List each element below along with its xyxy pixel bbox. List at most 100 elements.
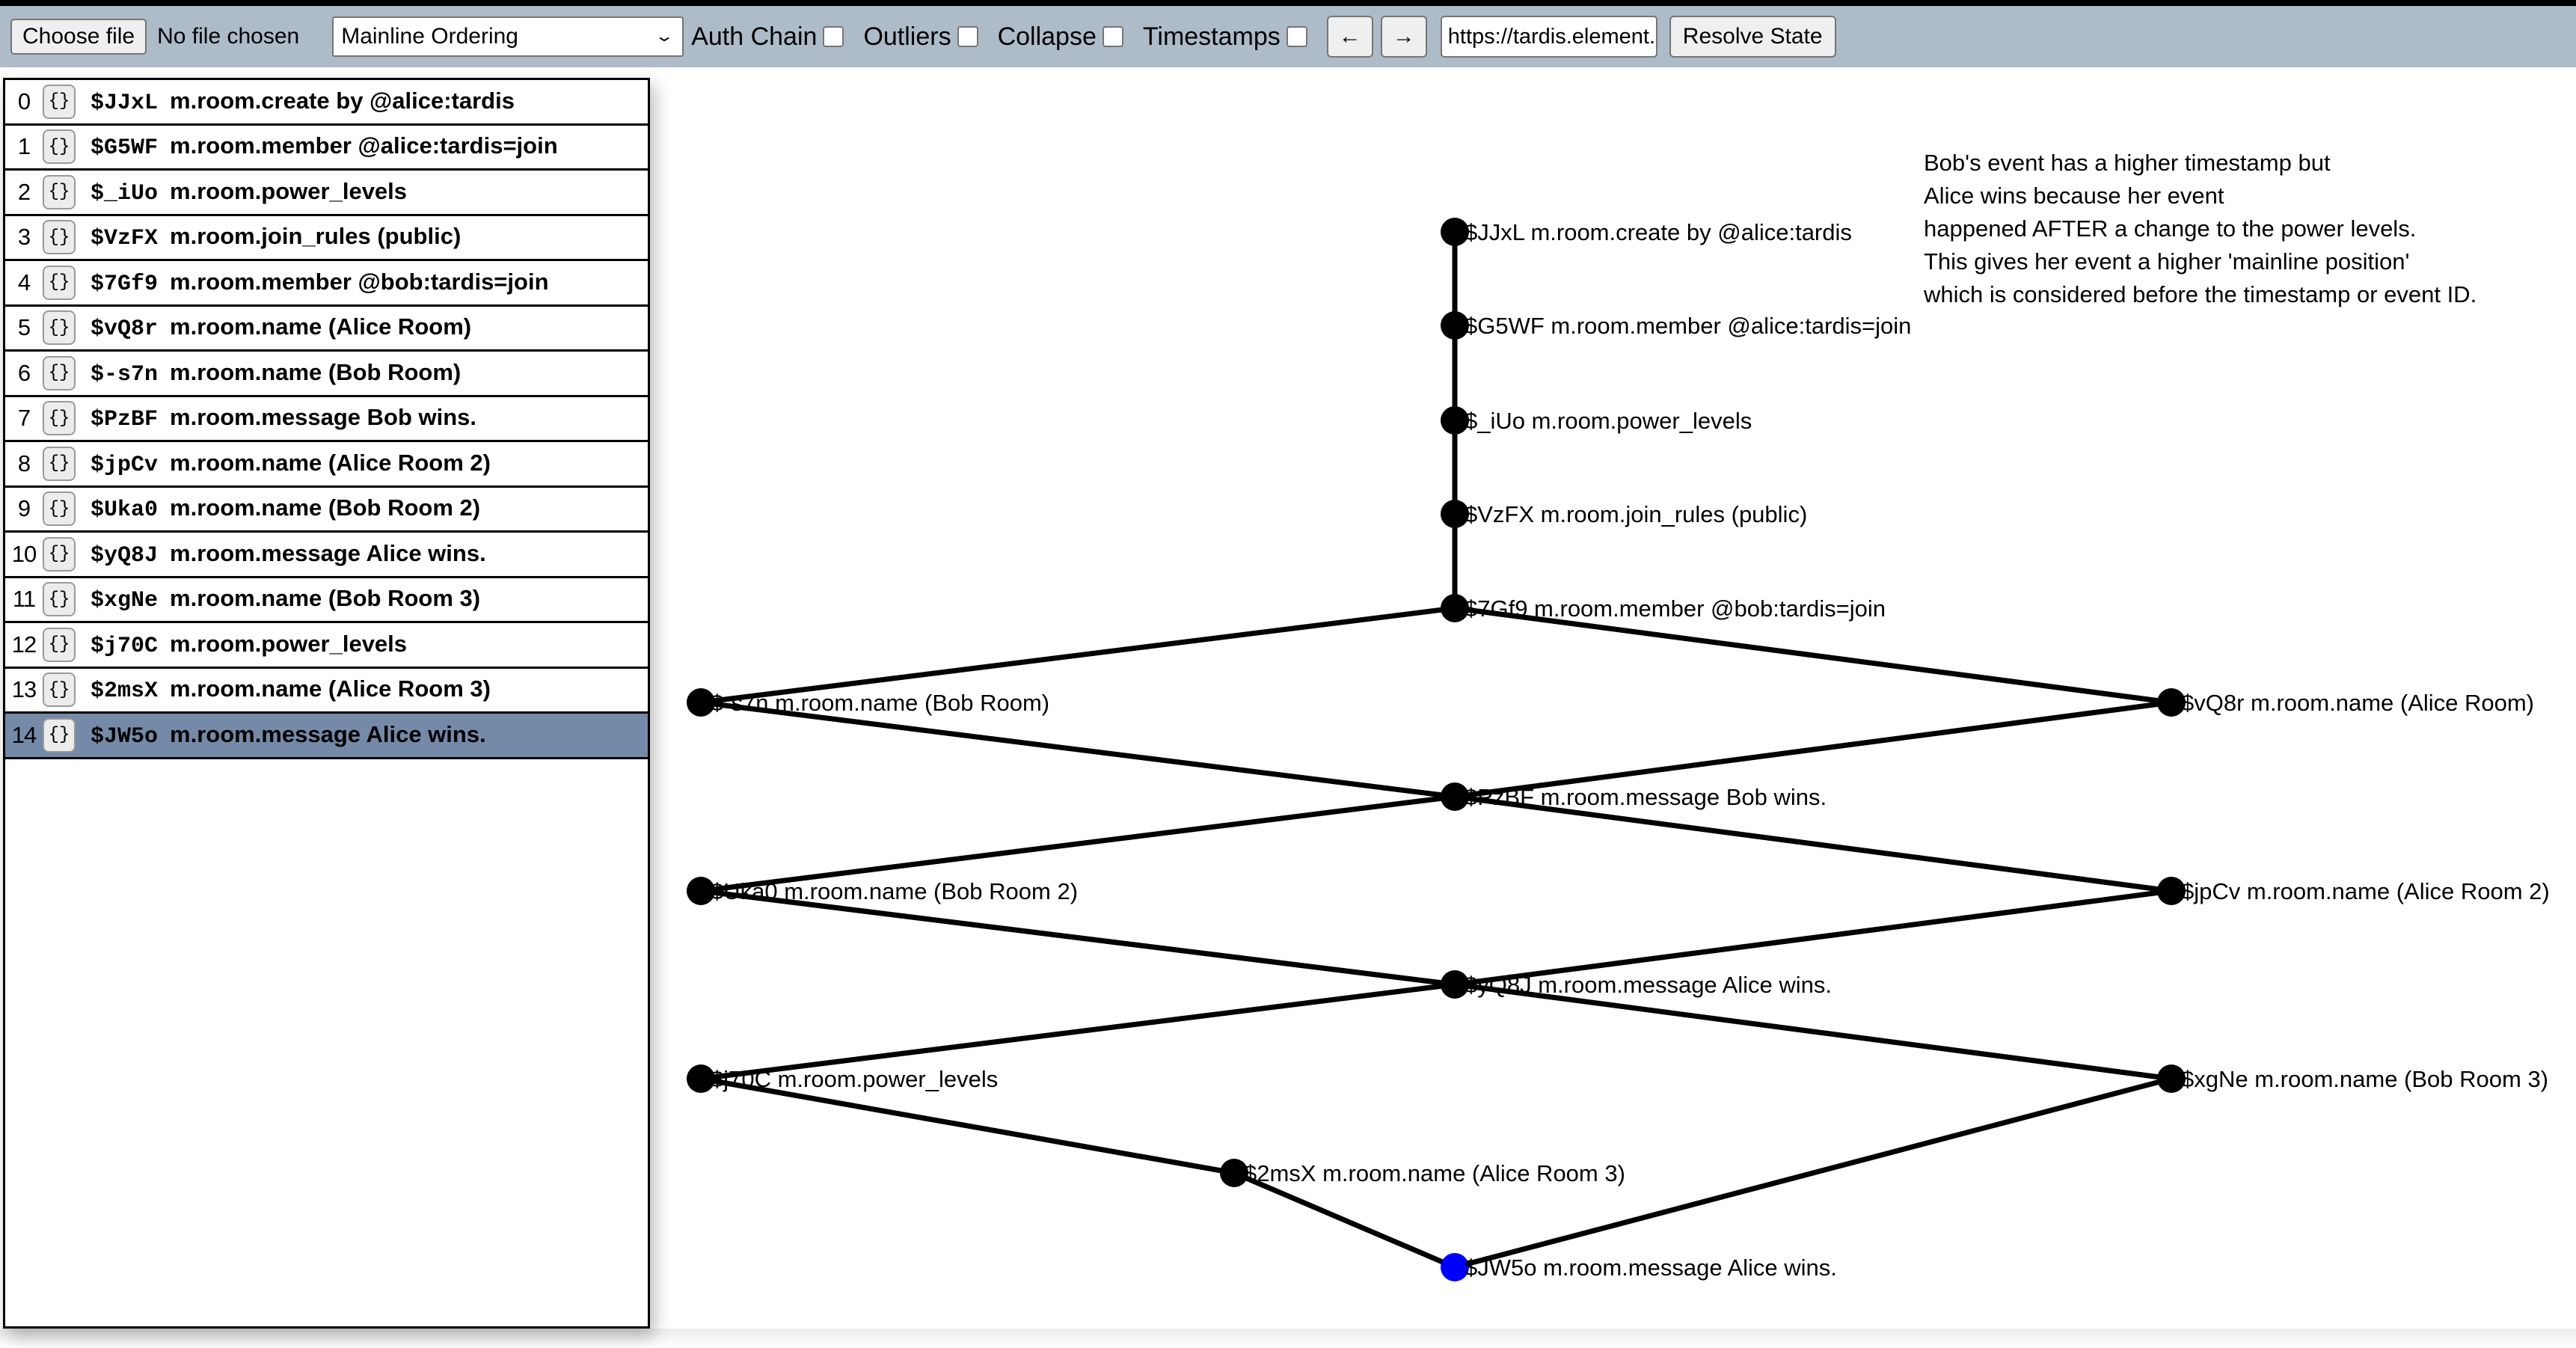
dag-edge	[701, 797, 1455, 891]
annotation-line: which is considered before the timestamp…	[1924, 278, 2567, 311]
event-row-index: 11	[5, 586, 43, 613]
event-row-index: 0	[5, 88, 43, 115]
event-row-description: m.room.join_rules (public)	[170, 223, 461, 249]
event-row-description: m.room.name (Alice Room 2)	[170, 450, 491, 476]
auth-chain-label: Auth Chain	[691, 22, 817, 52]
annotation-line: This gives her event a higher 'mainline …	[1924, 245, 2567, 278]
annotation-line: happened AFTER a change to the power lev…	[1924, 212, 2567, 245]
dag-node-label: $JW5o m.room.message Alice wins.	[1465, 1254, 1837, 1281]
event-list-panel[interactable]: 0{}$JJxLm.room.create by @alice:tardis1{…	[3, 78, 650, 1329]
event-row-text: $xgNem.room.name (Bob Room 3)	[91, 585, 480, 613]
view-json-button[interactable]: {}	[43, 673, 76, 707]
event-row-index: 7	[5, 405, 43, 432]
event-list-row[interactable]: 0{} $JJxLm.room.create by @alice:tardis	[5, 80, 648, 126]
event-list-row[interactable]: 2{}$_iUom.room.power_levels	[5, 171, 648, 216]
file-picker[interactable]: Choose file No file chosen	[10, 16, 299, 58]
event-row-text: $JW5om.room.message Alice wins.	[91, 721, 486, 750]
view-json-button[interactable]: {}	[43, 85, 76, 119]
view-json-button[interactable]: {}	[43, 628, 76, 662]
choose-file-button[interactable]: Choose file	[10, 19, 147, 55]
event-row-index: 3	[5, 224, 43, 251]
event-row-index: 6	[5, 360, 43, 387]
event-row-text: $G5WFm.room.member @alice:tardis=join	[91, 132, 558, 161]
forward-arrow-button[interactable]: →	[1381, 16, 1427, 58]
ordering-select[interactable]: Mainline Ordering ⌄	[332, 16, 684, 57]
event-row-index: 10	[5, 541, 43, 568]
event-list-row[interactable]: 5{}$vQ8rm.room.name (Alice Room)	[5, 307, 648, 352]
event-list-row[interactable]: 1{}$G5WFm.room.member @alice:tardis=join	[5, 126, 648, 171]
event-row-description: m.room.name (Bob Room 2)	[170, 494, 480, 521]
event-row-index: 4	[5, 269, 43, 296]
event-row-text: $7Gf9 m.room.member @bob:tardis=join	[91, 269, 549, 297]
event-list-row[interactable]: 8{}$jpCvm.room.name (Alice Room 2)	[5, 442, 648, 488]
dag-edge	[1455, 797, 2171, 891]
event-list-row[interactable]: 7{} $PzBFm.room.message Bob wins.	[5, 397, 648, 443]
annotation-line: Alice wins because her event	[1924, 180, 2567, 212]
event-row-description: m.room.name (Bob Room)	[170, 359, 461, 385]
event-row-id: $JJxL	[91, 91, 158, 116]
event-row-index: 2	[5, 179, 43, 206]
outliers-toggle[interactable]: Outliers	[863, 22, 990, 52]
auth-chain-checkbox[interactable]	[823, 26, 844, 47]
dag-node-label: $2msX m.room.name (Alice Room 3)	[1244, 1160, 1625, 1186]
event-row-text: $PzBFm.room.message Bob wins.	[91, 404, 476, 432]
timestamps-toggle[interactable]: Timestamps	[1143, 22, 1319, 52]
dag-node-label: $jpCv m.room.name (Alice Room 2)	[2181, 878, 2550, 904]
event-row-index: 12	[5, 631, 43, 658]
dag-node-layer[interactable]: $JJxL m.room.create by @alice:tardis $G5W…	[687, 218, 2550, 1281]
event-list-row[interactable]: 14{} $JW5om.room.message Alice wins.	[5, 714, 648, 759]
dag-node-label: $-s7n m.room.name (Bob Room)	[711, 690, 1049, 716]
event-row-description: m.room.member @bob:tardis=join	[170, 269, 549, 295]
event-list-row[interactable]: 4{} $7Gf9 m.room.member @bob:tardis=join	[5, 261, 648, 307]
event-row-text: $-s7n m.room.name (Bob Room)	[91, 359, 461, 387]
view-json-button[interactable]: {}	[43, 220, 76, 254]
dag-edge	[1234, 1173, 1455, 1267]
event-row-description: m.room.message Bob wins.	[170, 404, 476, 430]
dag-node-label: $G5WF m.room.member @alice:tardis=join	[1465, 313, 1911, 339]
view-json-button[interactable]: {}	[43, 356, 76, 390]
view-json-button[interactable]: {}	[43, 175, 76, 209]
event-list-row[interactable]: 3{}$VzFXm.room.join_rules (public)	[5, 216, 648, 262]
outliers-checkbox[interactable]	[957, 26, 978, 47]
dag-node-label: $_iUo m.room.power_levels	[1465, 408, 1752, 434]
view-json-button[interactable]: {}	[43, 491, 76, 526]
dag-edge	[701, 702, 1455, 797]
view-json-button[interactable]: {}	[43, 447, 76, 481]
back-arrow-button[interactable]: ←	[1327, 16, 1373, 58]
dag-edge	[1455, 984, 2171, 1079]
timestamps-checkbox[interactable]	[1287, 26, 1307, 47]
view-json-button[interactable]: {}	[43, 401, 76, 435]
event-list-row[interactable]: 9{}$Uka0m.room.name (Bob Room 2)	[5, 488, 648, 533]
homeserver-url-input[interactable]: https://tardis.element.dev	[1441, 16, 1657, 58]
event-row-id: $j70C	[91, 634, 158, 659]
event-list-row[interactable]: 6{} $-s7n m.room.name (Bob Room)	[5, 352, 648, 397]
event-row-index: 5	[5, 314, 43, 341]
timestamps-label: Timestamps	[1143, 22, 1281, 52]
event-row-index: 8	[5, 450, 43, 477]
event-list-row[interactable]: 12{} $j70C m.room.power_levels	[5, 623, 648, 669]
event-list-row[interactable]: 11{} $xgNem.room.name (Bob Room 3)	[5, 578, 648, 624]
view-json-button[interactable]: {}	[43, 129, 76, 164]
event-row-description: m.room.power_levels	[170, 631, 407, 657]
collapse-toggle[interactable]: Collapse	[998, 22, 1135, 52]
dag-node-label: $VzFX m.room.join_rules (public)	[1465, 501, 1807, 527]
event-list-row[interactable]: 10{}$yQ8Jm.room.message Alice wins.	[5, 533, 648, 578]
auth-chain-toggle[interactable]: Auth Chain	[691, 22, 856, 52]
view-json-button[interactable]: {}	[43, 537, 76, 572]
resolve-state-button[interactable]: Resolve State	[1669, 16, 1836, 58]
event-row-text: $Uka0m.room.name (Bob Room 2)	[91, 494, 480, 523]
view-json-button[interactable]: {}	[43, 718, 76, 753]
event-row-id: $-s7n	[91, 362, 158, 387]
view-json-button[interactable]: {}	[43, 582, 76, 616]
dag-node-label: $JJxL m.room.create by @alice:tardis	[1465, 219, 1852, 245]
collapse-label: Collapse	[998, 22, 1097, 52]
view-json-button[interactable]: {}	[43, 266, 76, 300]
event-row-text: $JJxLm.room.create by @alice:tardis	[91, 88, 515, 116]
view-json-button[interactable]: {}	[43, 310, 76, 345]
event-list-row[interactable]: 13{}$2msXm.room.name (Alice Room 3)	[5, 669, 648, 714]
collapse-checkbox[interactable]	[1103, 26, 1123, 47]
event-row-index: 14	[5, 722, 43, 749]
dag-edge	[701, 984, 1455, 1079]
event-row-id: $7Gf9	[91, 272, 158, 297]
chevron-down-icon: ⌄	[654, 29, 675, 44]
